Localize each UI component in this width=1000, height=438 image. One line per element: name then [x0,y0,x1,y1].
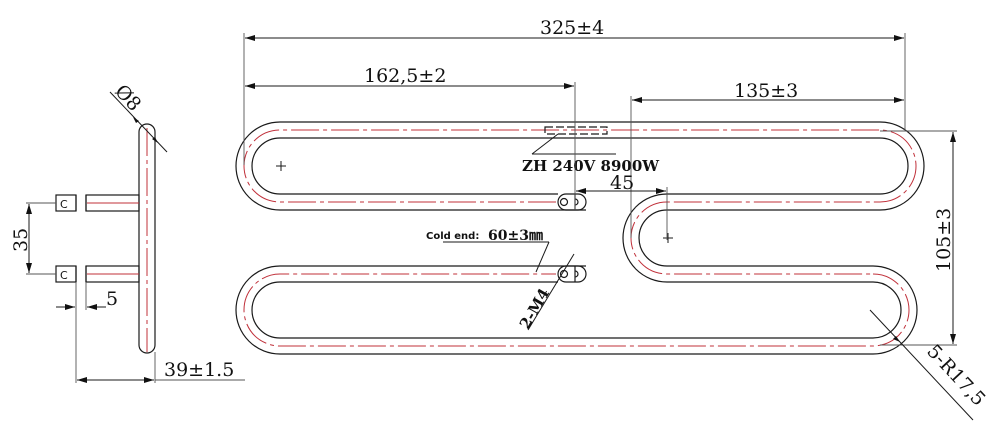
side-depth-label: 39±1.5 [164,359,234,381]
side-view: C C 35 5 39±1.5 Ø8 [10,80,245,383]
serpentine-element: ZH 240V 8900W Cold end: 60±3㎜ 2-M4 [235,121,925,355]
top-loop-inner [251,137,909,195]
lower-terminal-end [557,265,587,283]
terminal-offset-label: 45 [610,172,634,194]
upper-terminal-end [557,193,587,211]
middle-bend-inner [638,209,873,267]
side-tube-outline [138,123,156,354]
radius-arrow [893,336,900,342]
upper-terminal-c-icon: C [60,198,68,211]
cold-end-label: Cold end: [426,231,479,242]
rating-label: ZH 240V 8900W [522,157,660,175]
right-section-label: 135±3 [734,80,798,102]
overall-height-label: 105±3 [933,208,955,272]
thread-label: 2-M4 [516,285,553,332]
terminal-length-label: 5 [106,288,118,310]
dim-diameter-arrows [133,117,158,143]
bend-radius-label: 5-R17,5 [922,340,989,410]
bottom-loop-outer [235,265,918,355]
main-dimensions: 325±4 162,5±2 135±3 45 105±3 5-R17,5 [243,17,990,421]
top-loop-outer [235,121,925,211]
overall-length-label: 325±4 [540,17,604,39]
terminal-spacing-label: 35 [10,228,32,252]
lower-terminal-c-icon: C [60,269,68,282]
tube-diameter-label: Ø8 [110,80,145,115]
bottom-loop-inner [251,281,902,339]
radius-leader [869,309,974,421]
cold-end-leader [535,241,550,273]
rating-leader [531,133,559,155]
center-marks [276,161,673,243]
thread-leader [527,253,575,331]
bottom-loop-axis [243,273,910,347]
top-loop-axis [243,129,917,203]
cold-end-value: 60±3㎜ [488,228,543,244]
middle-bend-axis [630,201,873,275]
rating-plate [544,126,608,135]
half-length-label: 162,5±2 [364,65,446,87]
middle-bend-outer [622,193,873,283]
